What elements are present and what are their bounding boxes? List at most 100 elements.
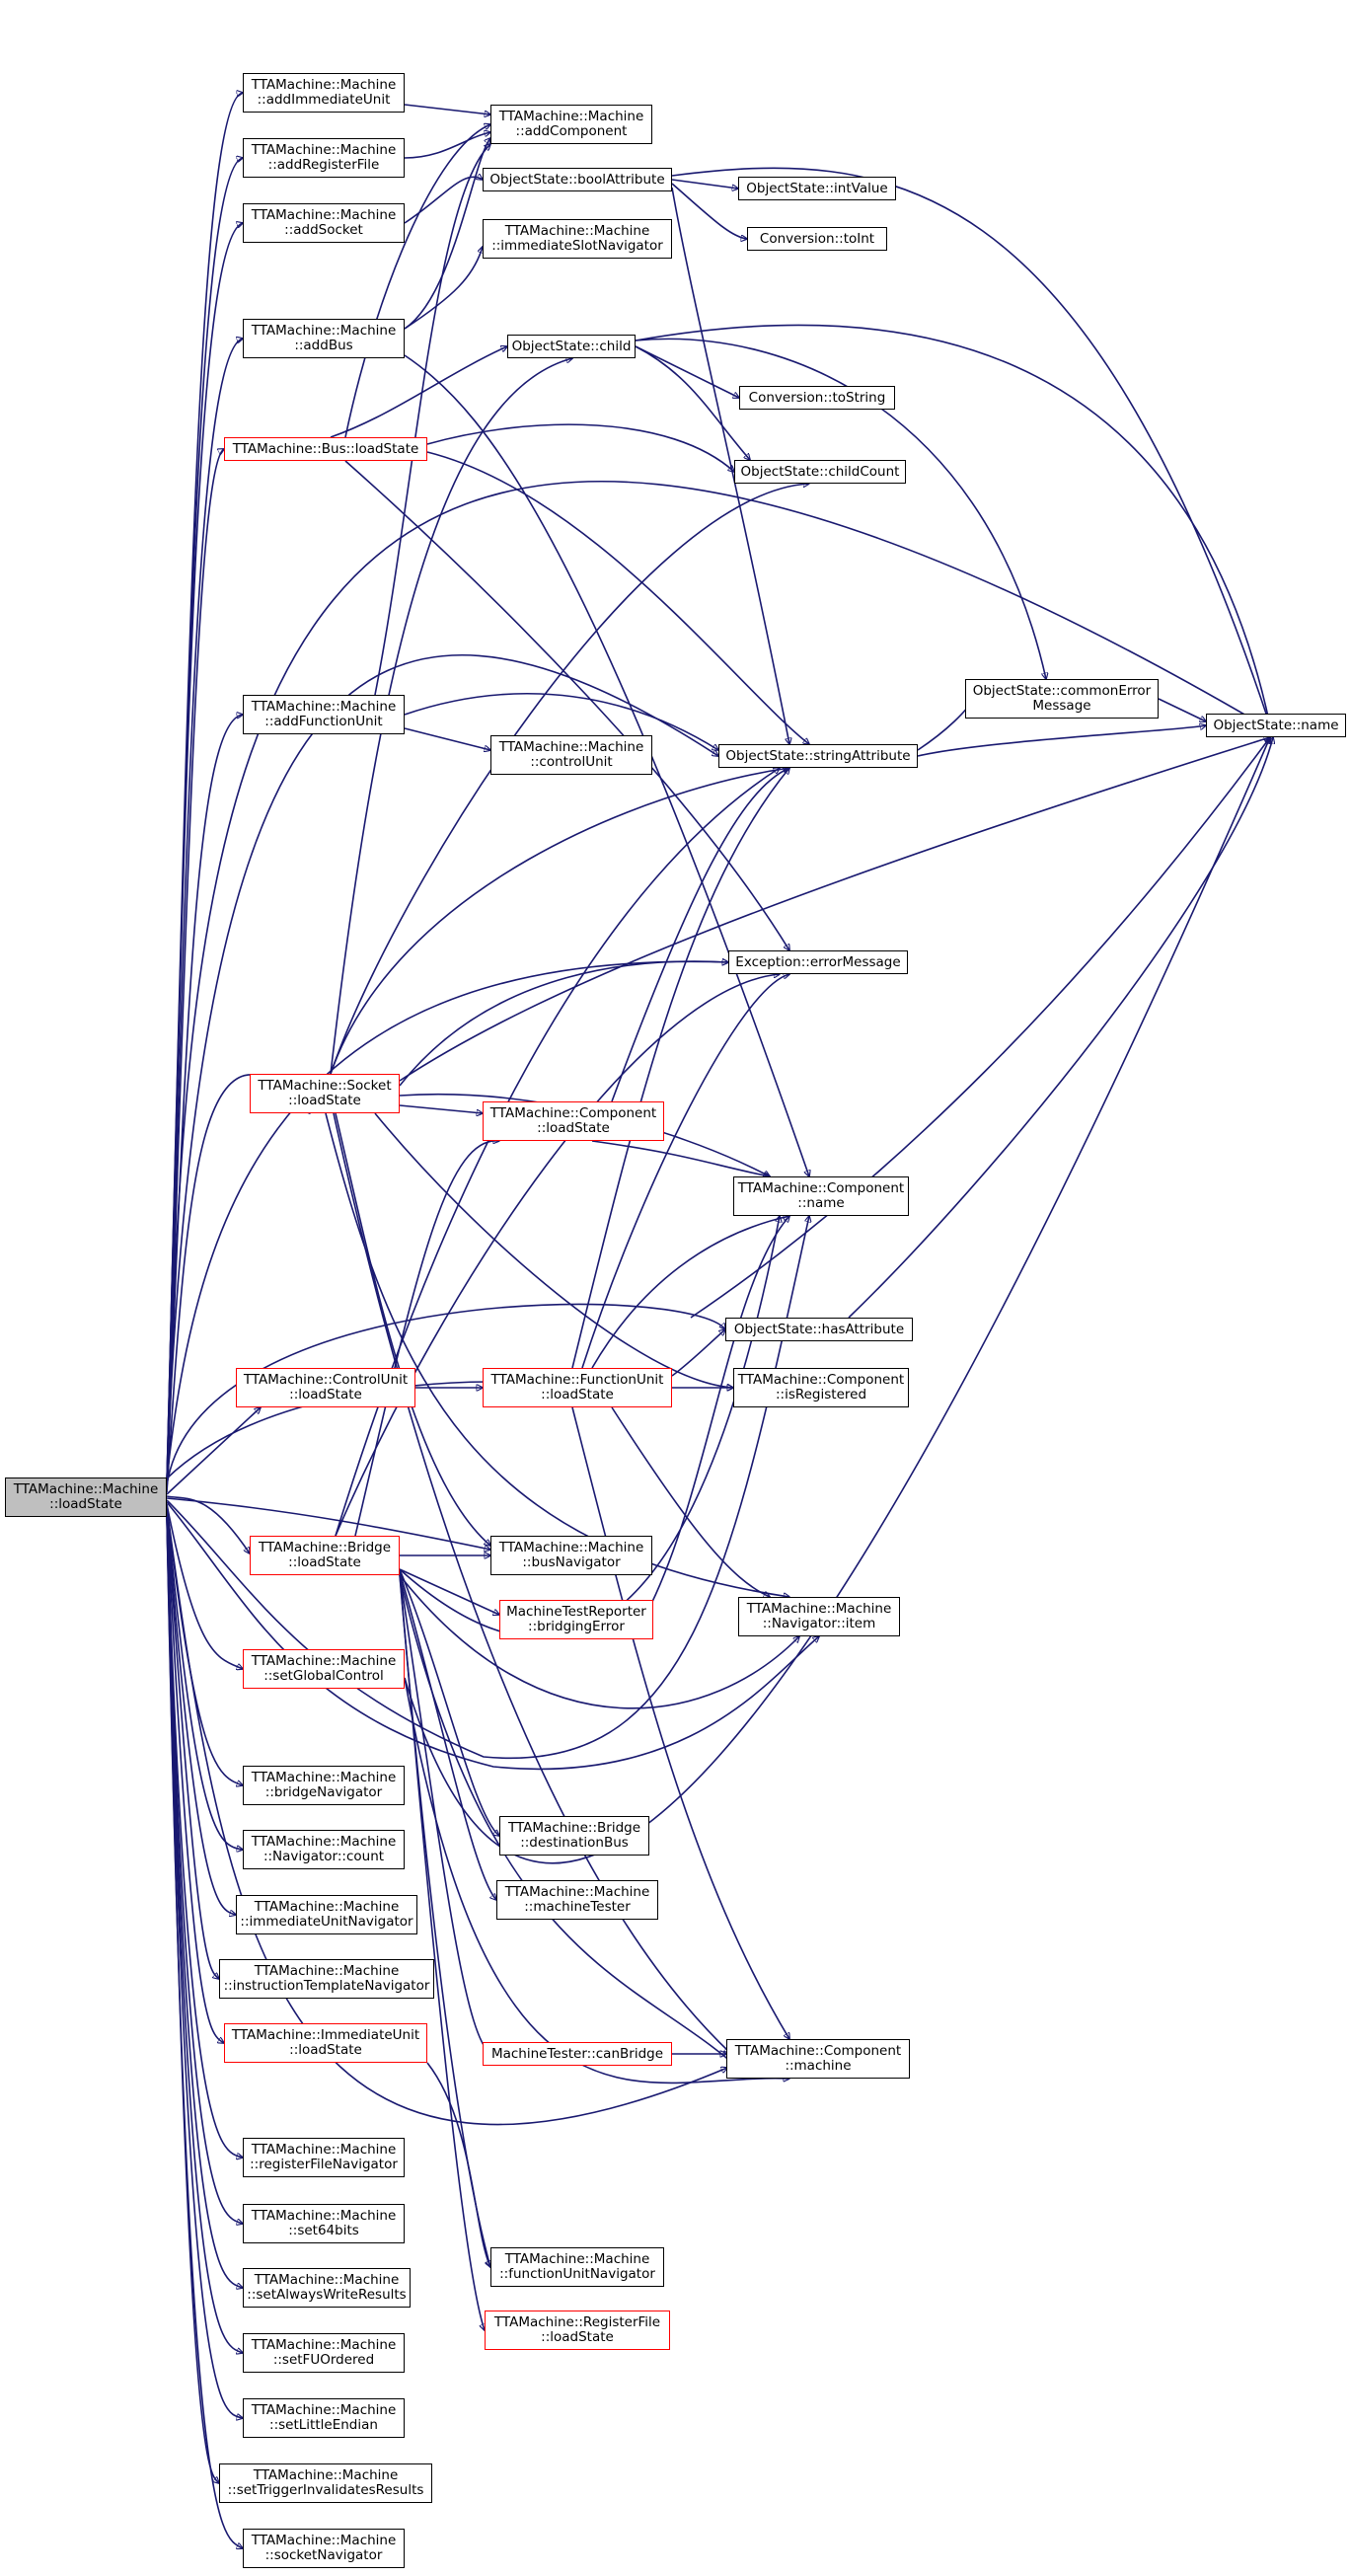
node-component-machine[interactable]: TTAMachine::Component::machine bbox=[726, 2039, 910, 2079]
node-set-fu-ordered[interactable]: TTAMachine::Machine::setFUOrdered bbox=[243, 2333, 405, 2373]
call-edge bbox=[166, 1513, 243, 2353]
node-immediate-unit-loadstate[interactable]: TTAMachine::ImmediateUnit::loadState bbox=[224, 2023, 427, 2063]
call-edge bbox=[591, 1140, 770, 1176]
call-edge bbox=[426, 423, 734, 472]
node-socket-navigator[interactable]: TTAMachine::Machine::socketNavigator bbox=[243, 2529, 405, 2568]
node-register-file-loadstate[interactable]: TTAMachine::RegisterFile::loadState bbox=[485, 2311, 670, 2350]
node-immediate-unit-navigator[interactable]: TTAMachine::Machine::immediateUnitNaviga… bbox=[236, 1895, 417, 1934]
call-edge bbox=[166, 1510, 243, 2158]
node-add-socket[interactable]: TTAMachine::Machine::addSocket bbox=[243, 203, 405, 243]
node-socket-loadstate[interactable]: TTAMachine::Socket::loadState bbox=[250, 1074, 400, 1113]
node-set64bits[interactable]: TTAMachine::Machine::set64bits bbox=[243, 2204, 405, 2243]
node-instruction-template-navigator[interactable]: TTAMachine::Machine::instructionTemplate… bbox=[219, 1959, 434, 1999]
call-edge bbox=[166, 481, 1270, 1481]
node-int-value[interactable]: ObjectState::intValue bbox=[738, 177, 896, 200]
node-register-file-navigator[interactable]: TTAMachine::Machine::registerFileNavigat… bbox=[243, 2138, 405, 2177]
node-error-message[interactable]: Exception::errorMessage bbox=[728, 950, 908, 974]
call-edge bbox=[399, 1570, 496, 1900]
node-destination-bus[interactable]: TTAMachine::Bridge::destinationBus bbox=[499, 1816, 649, 1856]
node-bridging-error[interactable]: MachineTestReporter::bridgingError bbox=[499, 1600, 653, 1639]
node-set-little-endian[interactable]: TTAMachine::Machine::setLittleEndian bbox=[243, 2398, 405, 2438]
node-to-string[interactable]: Conversion::toString bbox=[739, 386, 895, 410]
node-add-register-file[interactable]: TTAMachine::Machine::addRegisterFile bbox=[243, 138, 405, 178]
node-immediate-slot-navigator[interactable]: TTAMachine::Machine::immediateSlotNaviga… bbox=[483, 219, 672, 259]
node-bridge-navigator[interactable]: TTAMachine::Machine::bridgeNavigator bbox=[243, 1766, 405, 1805]
call-edge bbox=[399, 1104, 483, 1113]
call-edge bbox=[426, 2062, 490, 2267]
call-edge bbox=[571, 768, 789, 1369]
call-edge bbox=[330, 768, 789, 1075]
call-edge bbox=[166, 1508, 219, 1979]
node-bus-navigator[interactable]: TTAMachine::Machine::busNavigator bbox=[490, 1536, 652, 1575]
call-edge bbox=[354, 1141, 499, 1537]
call-edge bbox=[166, 1512, 243, 2288]
call-edge bbox=[591, 1216, 789, 1369]
call-edge bbox=[635, 324, 1270, 725]
node-component-loadstate[interactable]: TTAMachine::Component::loadState bbox=[483, 1101, 664, 1141]
call-edge bbox=[166, 1303, 725, 1486]
call-edge bbox=[399, 1572, 485, 2330]
call-edge bbox=[166, 449, 224, 1489]
node-set-trigger-invalidates-results[interactable]: TTAMachine::Machine::setTriggerInvalidat… bbox=[219, 2463, 432, 2503]
call-edge bbox=[404, 132, 490, 159]
call-edge bbox=[166, 1407, 261, 1495]
node-objectstate-name[interactable]: ObjectState::name bbox=[1206, 714, 1346, 737]
node-set-global-control[interactable]: TTAMachine::Machine::setGlobalControl bbox=[243, 1649, 405, 1689]
call-edge bbox=[330, 358, 572, 1075]
call-edge bbox=[690, 737, 1270, 1319]
call-edge bbox=[635, 345, 739, 398]
node-navigator-count[interactable]: TTAMachine::Machine::Navigator::count bbox=[243, 1830, 405, 1869]
call-edge bbox=[344, 124, 490, 438]
call-edge bbox=[325, 1112, 789, 1597]
node-bridge-loadstate[interactable]: TTAMachine::Bridge::loadState bbox=[250, 1536, 400, 1575]
node-add-function-unit[interactable]: TTAMachine::Machine::addFunctionUnit bbox=[243, 695, 405, 734]
call-edge bbox=[1158, 698, 1206, 721]
call-edge bbox=[335, 974, 780, 1537]
node-control-unit[interactable]: TTAMachine::Machine::controlUnit bbox=[490, 735, 652, 775]
node-set-always-write-results[interactable]: TTAMachine::Machine::setAlwaysWriteResul… bbox=[243, 2268, 411, 2308]
call-edge bbox=[333, 1112, 730, 2053]
node-function-unit-loadstate[interactable]: TTAMachine::FunctionUnit::loadState bbox=[483, 1368, 672, 1407]
call-edge bbox=[671, 187, 789, 744]
node-string-attribute[interactable]: ObjectState::stringAttribute bbox=[718, 744, 918, 768]
call-edge bbox=[374, 144, 490, 696]
node-function-unit-navigator[interactable]: TTAMachine::Machine::functionUnitNavigat… bbox=[490, 2247, 664, 2287]
call-edge bbox=[404, 104, 490, 114]
node-controlunit-loadstate[interactable]: TTAMachine::ControlUnit::loadState bbox=[236, 1368, 415, 1407]
node-is-registered[interactable]: TTAMachine::Component::isRegistered bbox=[733, 1368, 909, 1407]
call-edge bbox=[404, 737, 1270, 1864]
node-child[interactable]: ObjectState::child bbox=[507, 335, 636, 358]
call-edge bbox=[166, 1509, 224, 2043]
call-edge bbox=[166, 1506, 243, 1850]
node-add-component[interactable]: TTAMachine::Machine::addComponent bbox=[490, 105, 652, 144]
node-bus-loadstate[interactable]: TTAMachine::Bus::loadState bbox=[224, 437, 427, 461]
call-edge bbox=[166, 1495, 250, 1553]
node-add-immediate-unit[interactable]: TTAMachine::Machine::addImmediateUnit bbox=[243, 73, 405, 113]
call-edge bbox=[635, 345, 750, 460]
call-edge bbox=[650, 1216, 789, 1605]
node-bool-attribute[interactable]: ObjectState::boolAttribute bbox=[483, 168, 672, 191]
call-edge bbox=[166, 339, 243, 1487]
call-edge bbox=[335, 1112, 490, 1546]
call-edge bbox=[166, 1511, 243, 2224]
node-add-bus[interactable]: TTAMachine::Machine::addBus bbox=[243, 319, 405, 358]
node-component-name[interactable]: TTAMachine::Component::name bbox=[733, 1176, 909, 1216]
call-edge bbox=[399, 961, 728, 1087]
node-has-attribute[interactable]: ObjectState::hasAttribute bbox=[725, 1318, 913, 1341]
call-edge bbox=[166, 1501, 819, 1771]
node-to-int[interactable]: Conversion::toInt bbox=[747, 227, 887, 251]
node-machine-tester[interactable]: TTAMachine::Machine::machineTester bbox=[496, 1880, 658, 1920]
call-edge bbox=[671, 183, 747, 239]
call-edge bbox=[671, 1329, 725, 1377]
call-edge bbox=[335, 768, 780, 1537]
call-edge bbox=[166, 1516, 243, 2548]
node-child-count[interactable]: ObjectState::childCount bbox=[734, 460, 906, 484]
call-edge bbox=[426, 451, 809, 744]
call-edge bbox=[330, 484, 809, 1075]
node-navigator-item[interactable]: TTAMachine::Machine::Navigator::item bbox=[738, 1597, 900, 1636]
node-can-bridge[interactable]: MachineTester::canBridge bbox=[483, 2042, 672, 2066]
call-edge bbox=[166, 1216, 809, 1760]
call-edge bbox=[671, 179, 738, 189]
